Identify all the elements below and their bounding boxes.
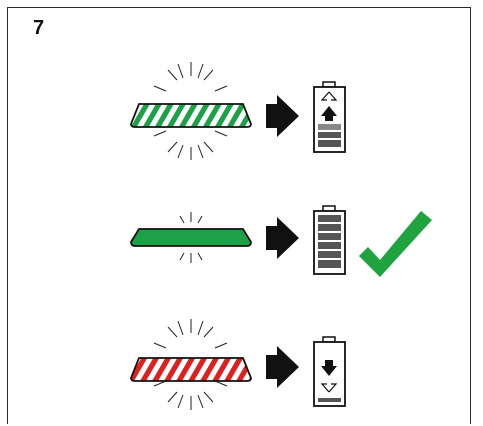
arrow-right-icon [266, 217, 299, 259]
battery-discharging-icon [313, 336, 346, 407]
flash-rays-icon [153, 319, 228, 410]
flash-rays-small-icon [179, 212, 203, 263]
step-number: 7 [33, 17, 45, 39]
battery-charging-icon [313, 81, 346, 153]
arrow-right-icon [266, 95, 299, 137]
led-green-flashing [130, 103, 252, 128]
led-red-flashing [130, 357, 252, 382]
instruction-panel [7, 7, 471, 424]
row-full [130, 205, 432, 277]
battery-full-icon [313, 205, 346, 275]
flash-rays-icon [153, 62, 228, 160]
row-low [130, 319, 346, 410]
led-green-steady [130, 228, 252, 247]
checkmark-icon [359, 211, 432, 277]
arrow-right-icon [266, 346, 299, 388]
row-charging [130, 62, 346, 160]
